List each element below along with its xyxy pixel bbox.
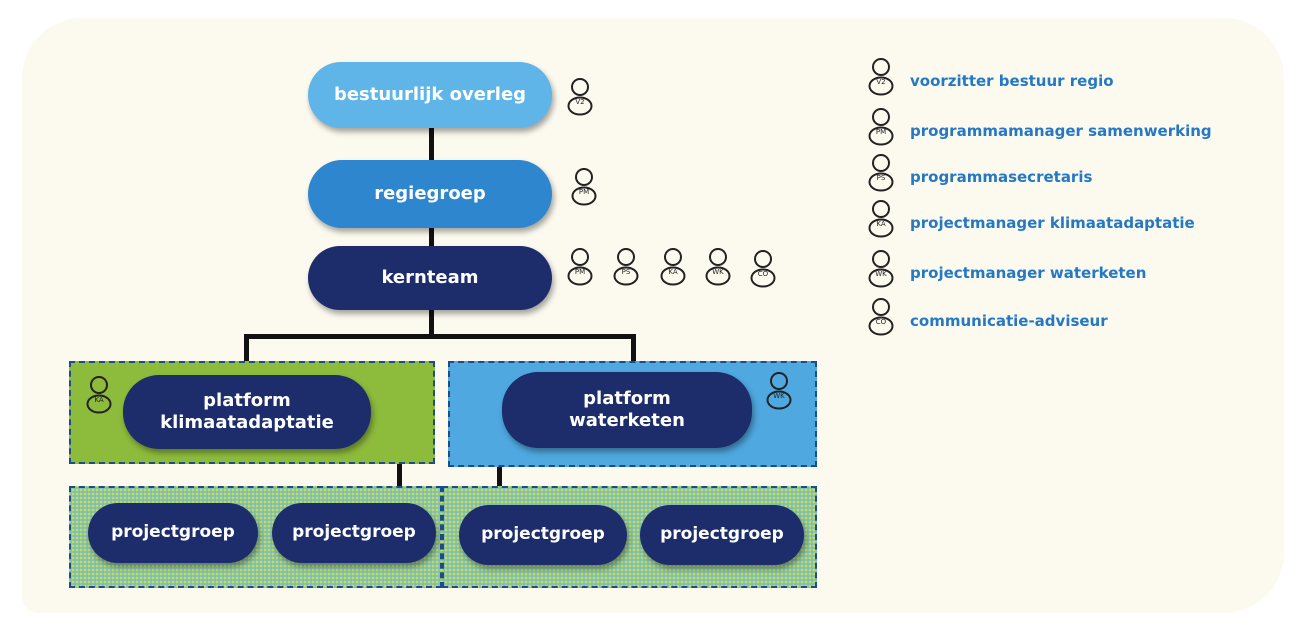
connector-right-down: [631, 334, 636, 362]
legend-item-ps: PS programmasecretaris: [868, 154, 1268, 194]
node-kernteam: kernteam: [308, 246, 552, 310]
person-badge-ka-platform: KA: [94, 396, 104, 404]
legend-text-wk: projectmanager waterketen: [910, 264, 1147, 282]
node-platform-klimaatadaptatie-label: platform klimaatadaptatie: [160, 389, 334, 434]
person-badge-wk-platform: WK: [773, 392, 785, 400]
legend-item-v2: V2 voorzitter bestuur regio: [868, 58, 1268, 98]
node-projectgroep-4: projectgroep: [640, 505, 804, 565]
legend-item-wk: WK projectmanager waterketen: [868, 250, 1268, 290]
legend-item-co: CO communicatie-adviseur: [868, 298, 1268, 338]
legend-person-icon-v2: V2: [868, 58, 894, 96]
legend-person-icon-ps: PS: [868, 154, 894, 192]
legend-text-v2: voorzitter bestuur regio: [910, 72, 1114, 90]
connector-left-platform-down: [397, 462, 402, 488]
node-platform-klimaatadaptatie: platform klimaatadaptatie: [123, 375, 371, 449]
node-bestuurlijk-overleg-label: bestuurlijk overleg: [333, 83, 527, 105]
node-bestuurlijk-overleg: bestuurlijk overleg: [308, 62, 552, 128]
person-icon-pm-kernteam: PM: [567, 248, 593, 286]
person-icon-ka-platform: KA: [86, 376, 112, 414]
person-badge-co-kernteam: CO: [757, 270, 769, 278]
node-kernteam-label: kernteam: [381, 266, 479, 288]
connector-top: [429, 126, 434, 162]
legend-text-pm: programmamanager samenwerking: [910, 122, 1212, 140]
node-projectgroep-1-label: projectgroep: [111, 522, 235, 543]
legend-badge-ka: KA: [876, 220, 886, 228]
person-icon-pm-regiegroep: PM: [571, 168, 597, 206]
connector-middle: [429, 228, 434, 256]
legend-item-pm: PM programmamanager samenwerking: [868, 108, 1268, 148]
person-badge-pm-regiegroep: PM: [578, 188, 590, 196]
node-projectgroep-2: projectgroep: [272, 503, 436, 563]
person-icon-co-kernteam: CO: [750, 250, 776, 288]
connector-left-down: [244, 334, 249, 362]
node-platform-waterketen-label: platform waterketen: [569, 387, 685, 432]
person-badge-ka-kernteam: KA: [668, 268, 678, 276]
person-badge-pm-kernteam: PM: [574, 268, 586, 276]
legend-badge-wk: WK: [875, 270, 887, 278]
node-projectgroep-3-label: projectgroep: [481, 524, 605, 545]
legend-text-ps: programmasecretaris: [910, 168, 1093, 186]
person-badge-v2: V2: [575, 98, 585, 106]
node-regiegroep: regiegroep: [308, 160, 552, 228]
node-regiegroep-label: regiegroep: [374, 182, 486, 204]
person-icon-ps-kernteam: PS: [613, 248, 639, 286]
legend-badge-co: CO: [875, 318, 887, 326]
connector-kernteam-down: [429, 308, 434, 336]
person-badge-wk-kernteam: WK: [712, 268, 724, 276]
legend-person-icon-co: CO: [868, 298, 894, 336]
node-projectgroep-1: projectgroep: [88, 503, 258, 563]
legend-item-ka: KA projectmanager klimaatadaptatie: [868, 200, 1268, 240]
node-projectgroep-2-label: projectgroep: [292, 522, 416, 543]
connector-horizontal: [244, 334, 636, 339]
person-badge-ps-kernteam: PS: [621, 268, 631, 276]
legend-text-ka: projectmanager klimaatadaptatie: [910, 214, 1195, 232]
node-projectgroep-4-label: projectgroep: [660, 524, 784, 545]
node-projectgroep-3: projectgroep: [459, 505, 627, 565]
legend-badge-pm: PM: [875, 128, 887, 136]
person-icon-wk-kernteam: WK: [705, 248, 731, 286]
legend-person-icon-pm: PM: [868, 108, 894, 146]
person-icon-wk-platform: WK: [766, 372, 792, 410]
person-icon-ka-kernteam: KA: [660, 248, 686, 286]
connector-right-platform-down: [497, 466, 502, 488]
legend-person-icon-ka: KA: [868, 200, 894, 238]
node-platform-waterketen: platform waterketen: [502, 372, 752, 448]
legend-badge-ps: PS: [876, 174, 886, 182]
legend-badge-v2: V2: [876, 78, 886, 86]
legend-person-icon-wk: WK: [868, 250, 894, 288]
person-icon-v2: V2: [567, 78, 593, 116]
legend-text-co: communicatie-adviseur: [910, 312, 1108, 330]
